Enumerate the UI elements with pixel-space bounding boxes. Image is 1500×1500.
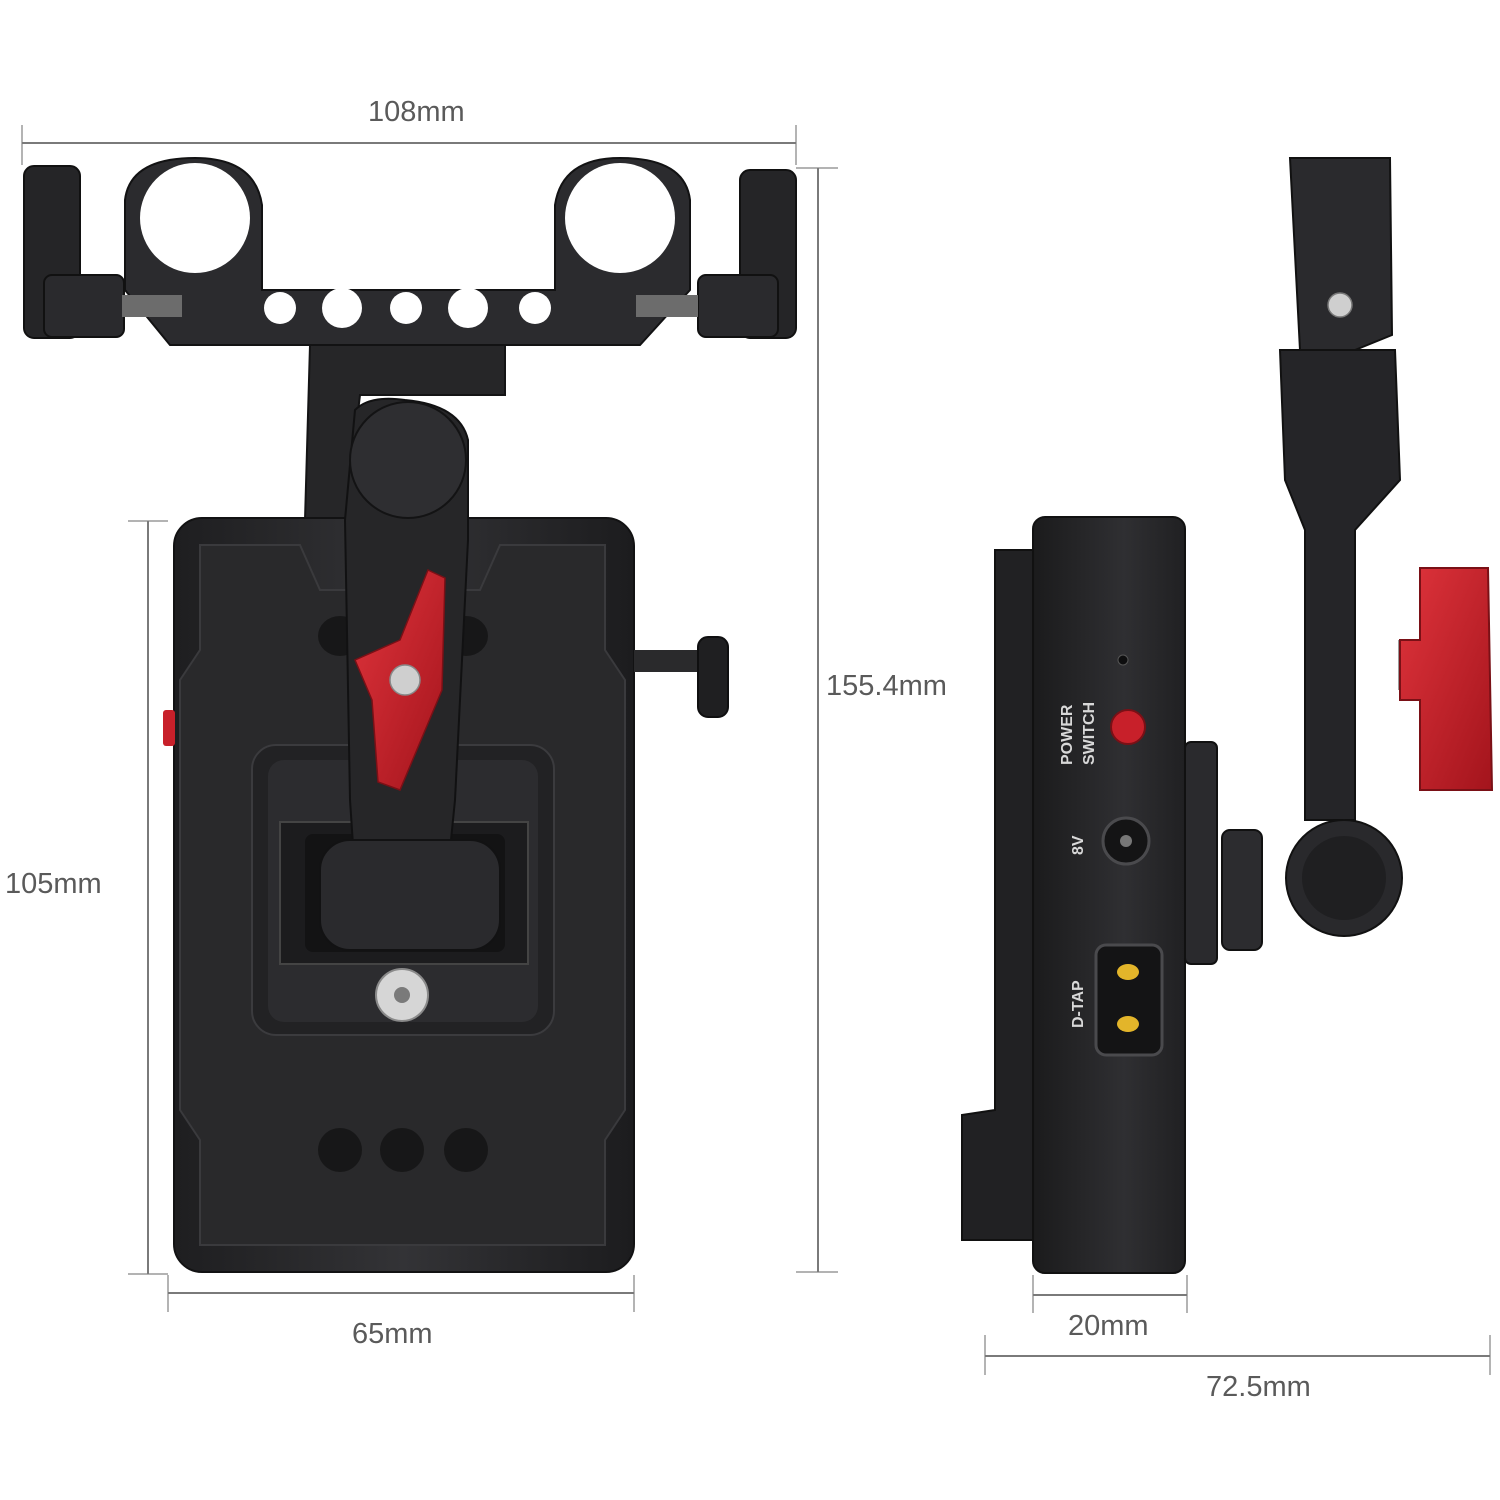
- power-label-line1: POWER: [1059, 704, 1076, 765]
- dimension-side-width: 72.5mm: [1206, 1371, 1311, 1403]
- dimension-lines: [21, 125, 1491, 1375]
- front-view: [23, 156, 797, 1273]
- side-view: POWER SWITCH 8V D-TAP: [961, 157, 1494, 1274]
- power-label-line2: SWITCH: [1081, 702, 1098, 765]
- dimension-total-height: 155.4mm: [826, 670, 947, 702]
- dc-8v-label: 8V: [1070, 835, 1087, 855]
- dimension-top-width: 108mm: [368, 96, 465, 128]
- dtap-label: D-TAP: [1070, 980, 1087, 1028]
- dimension-plate-height: 105mm: [5, 868, 102, 900]
- dimension-plate-width: 65mm: [352, 1318, 433, 1350]
- dimension-depth: 20mm: [1068, 1310, 1149, 1342]
